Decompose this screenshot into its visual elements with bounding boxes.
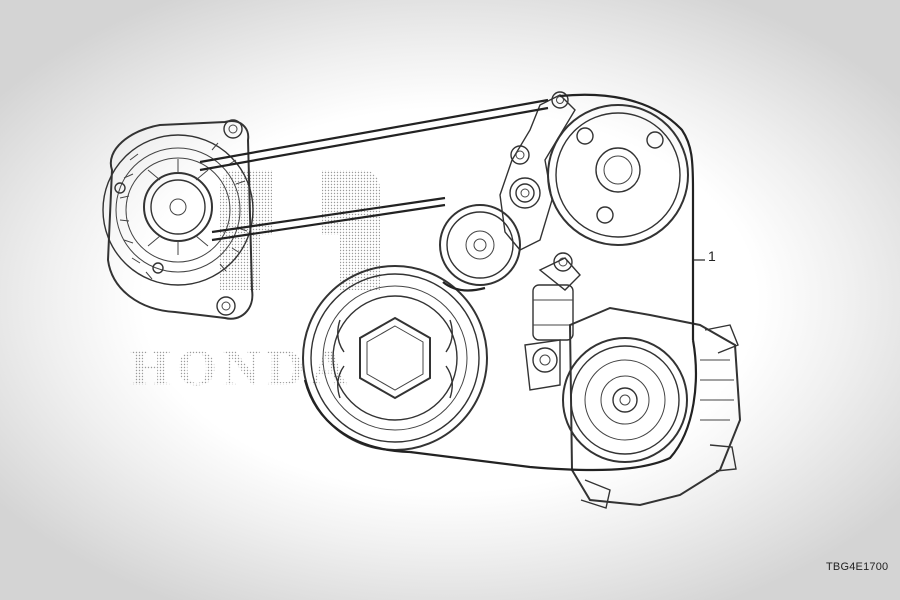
mounting-bracket bbox=[499, 91, 576, 272]
idler-pulley bbox=[439, 204, 521, 286]
ac-compressor bbox=[562, 306, 742, 509]
callout-label-1: 1 bbox=[708, 248, 716, 264]
upper-pulley bbox=[547, 104, 689, 246]
svg-text:HONDA: HONDA bbox=[130, 340, 354, 397]
figure-code: TBG4E1700 bbox=[826, 561, 889, 573]
belt-tensioner bbox=[524, 257, 581, 391]
alternator bbox=[102, 119, 254, 320]
drive-belt bbox=[199, 93, 697, 472]
